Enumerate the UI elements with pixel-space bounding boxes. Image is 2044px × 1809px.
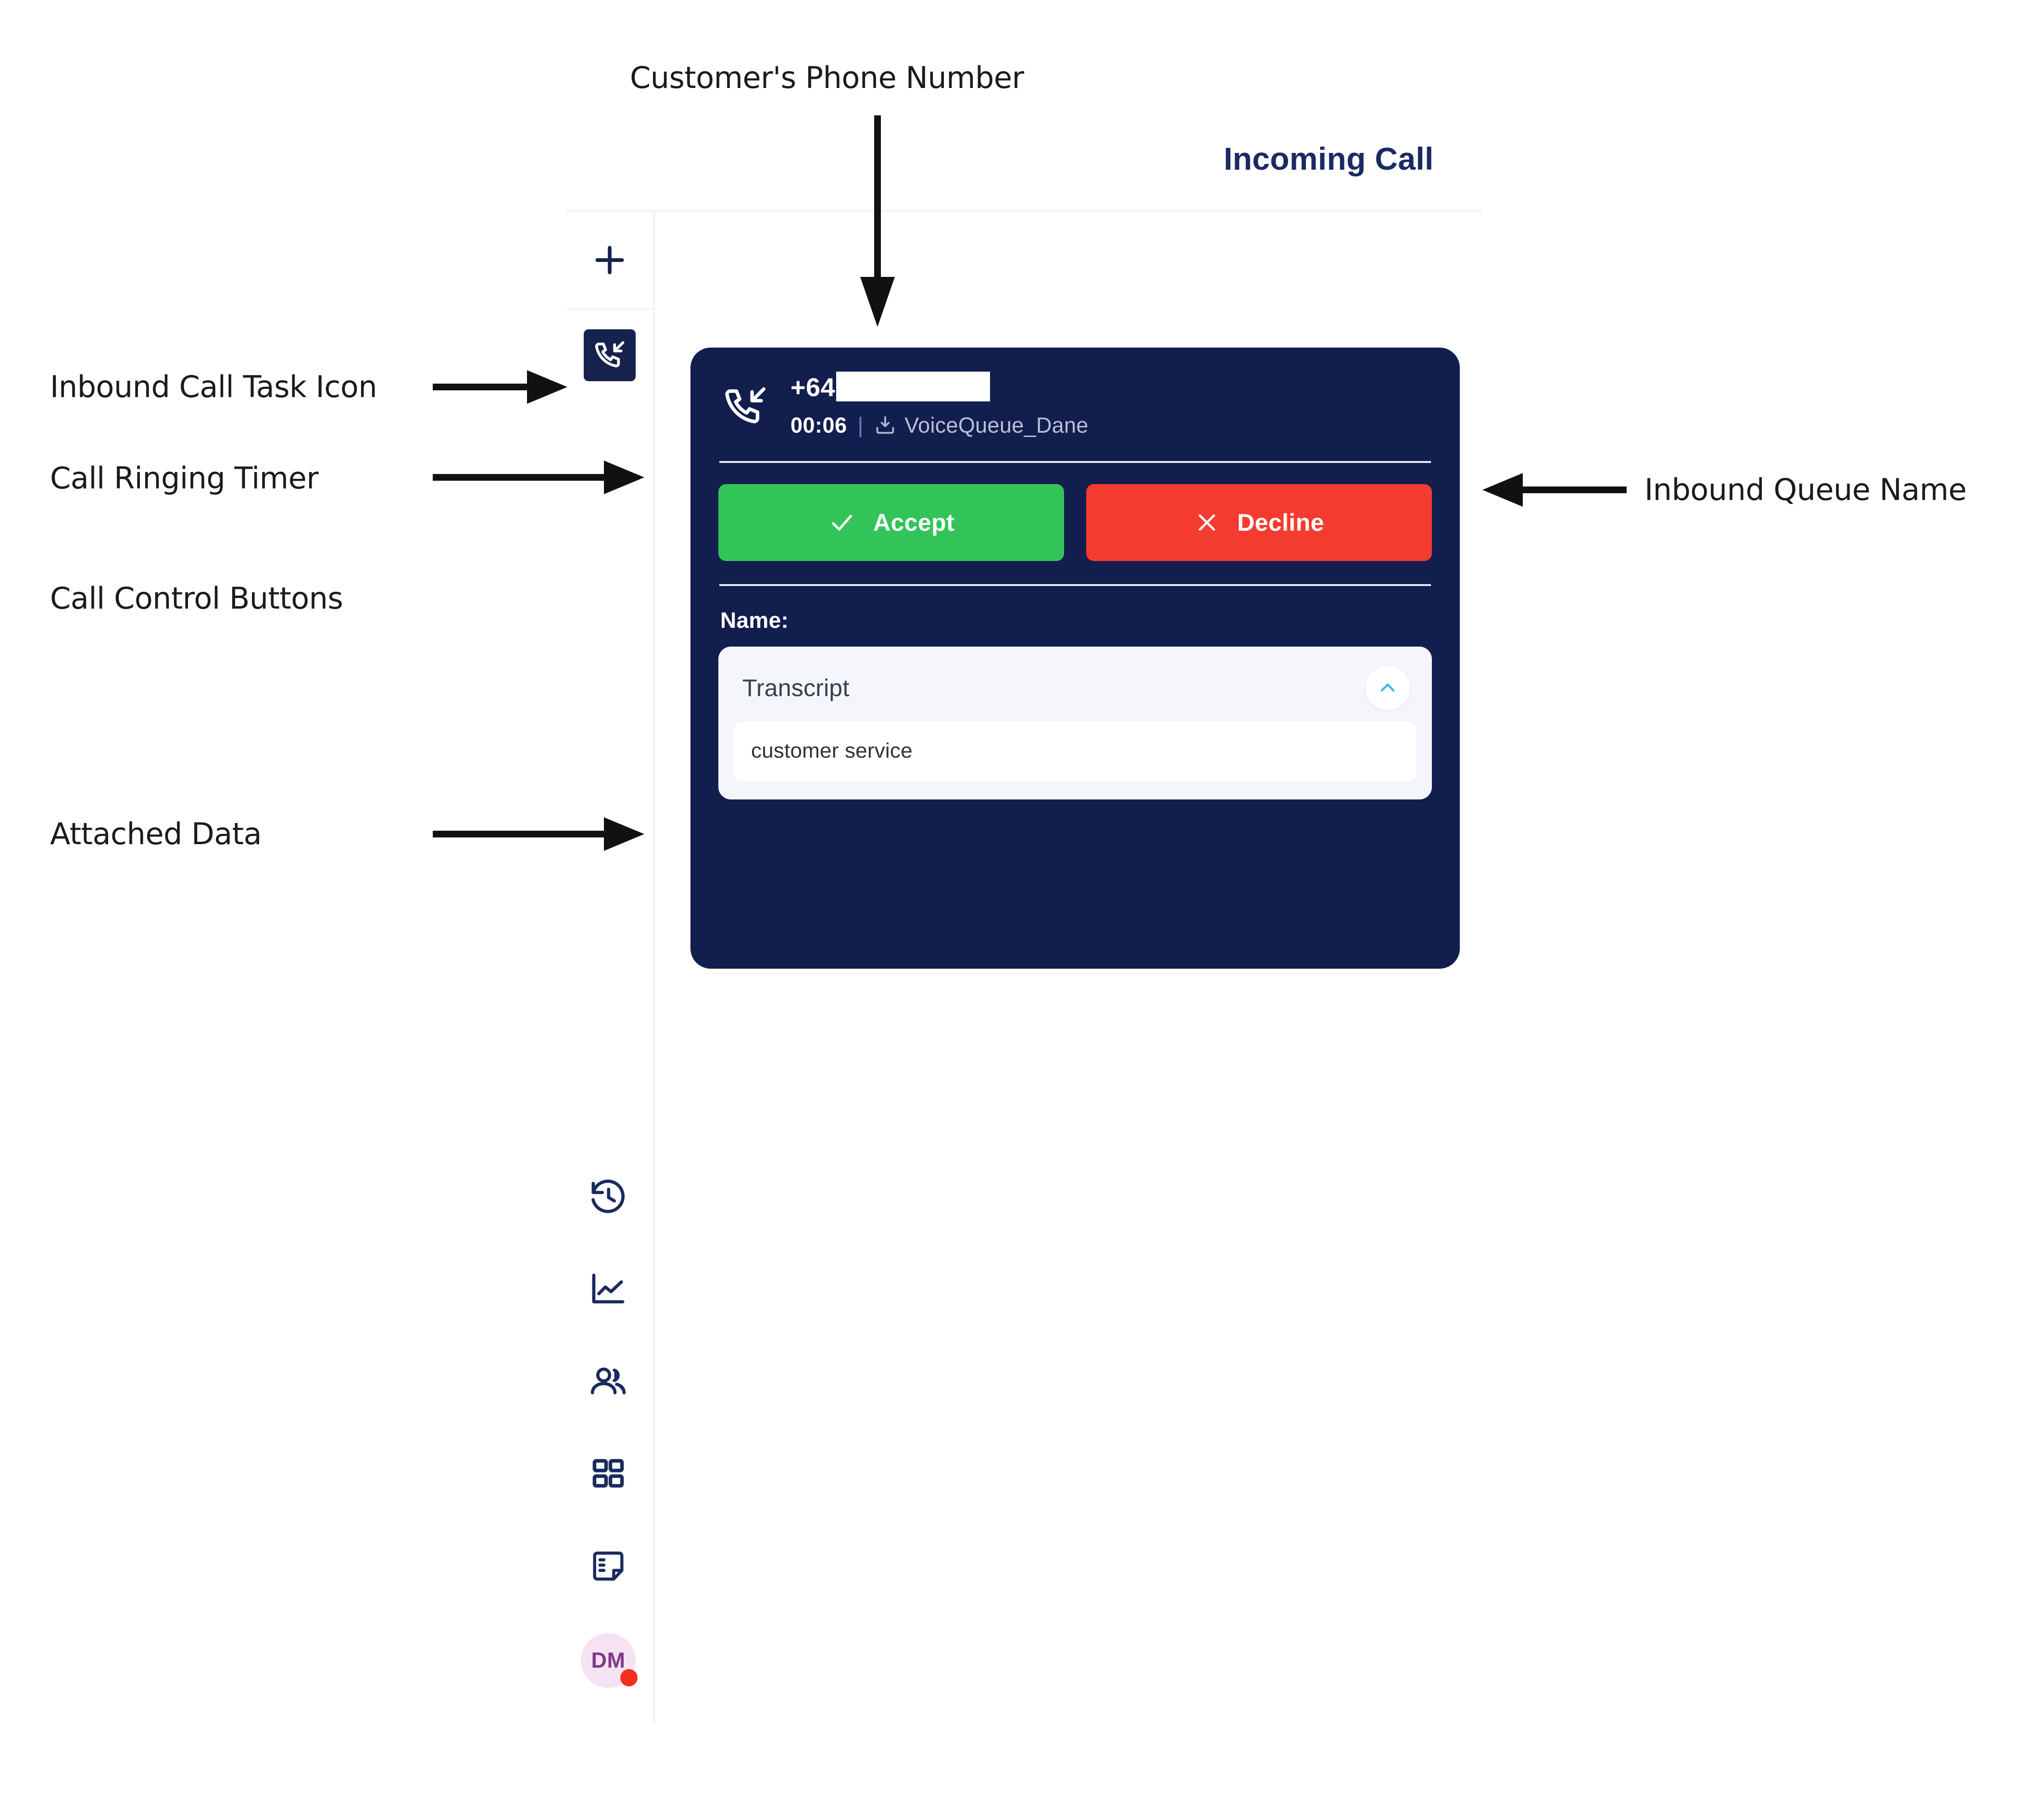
call-card-header: +64 00:06 | VoiceQueue_Dane bbox=[718, 372, 1432, 438]
check-icon bbox=[828, 509, 856, 536]
inbound-call-icon bbox=[721, 383, 769, 433]
sidebar-item-history[interactable] bbox=[582, 1172, 635, 1224]
transcript-collapse-button[interactable] bbox=[1366, 666, 1410, 711]
transcript-title: Transcript bbox=[742, 674, 850, 702]
line-chart-icon bbox=[588, 1269, 628, 1312]
sidebar-bottom-nav: DM bbox=[566, 1172, 651, 1722]
annotation-label-inbound-queue-name: Inbound Queue Name bbox=[1644, 472, 1967, 507]
sidebar-item-inbound-call-task[interactable] bbox=[583, 329, 636, 381]
note-card-icon bbox=[589, 1547, 627, 1588]
presence-indicator bbox=[620, 1669, 638, 1686]
transcript-value: customer service bbox=[734, 722, 1417, 782]
sidebar-item-analytics[interactable] bbox=[582, 1264, 635, 1317]
plus-icon[interactable] bbox=[589, 239, 631, 281]
avatar[interactable]: DM bbox=[581, 1633, 638, 1688]
meta-separator: | bbox=[857, 413, 864, 438]
annotation-label-call-control-buttons: Call Control Buttons bbox=[50, 581, 343, 616]
call-control-buttons: Accept Decline bbox=[718, 484, 1432, 561]
annotation-arrow-inbound-call-task-icon bbox=[433, 370, 567, 404]
sidebar-item-apps[interactable] bbox=[582, 1448, 635, 1501]
grid-apps-icon bbox=[589, 1455, 627, 1495]
left-sidebar: DM bbox=[566, 212, 655, 1722]
transcript-panel: Transcript customer service bbox=[718, 647, 1432, 800]
card-divider-top bbox=[719, 461, 1431, 463]
people-icon bbox=[588, 1361, 628, 1404]
annotation-label-call-ringing-timer: Call Ringing Timer bbox=[50, 461, 319, 496]
phone-number-prefix: +64 bbox=[790, 373, 836, 402]
annotation-label-customers-phone-number: Customer's Phone Number bbox=[630, 60, 1024, 95]
sidebar-item-contacts[interactable] bbox=[582, 1356, 635, 1409]
clock-rewind-icon bbox=[588, 1177, 628, 1220]
call-ringing-timer: 00:06 bbox=[790, 413, 847, 438]
call-meta-row: 00:06 | VoiceQueue_Dane bbox=[790, 413, 1432, 438]
annotation-label-attached-data: Attached Data bbox=[50, 816, 262, 851]
transcript-header: Transcript bbox=[734, 661, 1417, 722]
annotation-arrow-attached-data bbox=[433, 817, 644, 851]
decline-button-label: Decline bbox=[1237, 509, 1324, 536]
inbox-download-icon bbox=[874, 414, 897, 437]
page-title: Incoming Call bbox=[1224, 141, 1434, 176]
incoming-call-card: +64 00:06 | VoiceQueue_Dane bbox=[690, 348, 1460, 969]
phone-number-redaction bbox=[836, 372, 991, 402]
annotation-label-inbound-call-task-icon: Inbound Call Task Icon bbox=[50, 369, 377, 404]
card-divider-bottom bbox=[719, 584, 1431, 586]
sidebar-item-notes[interactable] bbox=[582, 1541, 635, 1594]
accept-button-label: Accept bbox=[873, 509, 955, 536]
chevron-up-icon bbox=[1377, 676, 1399, 700]
decline-button[interactable]: Decline bbox=[1086, 484, 1432, 561]
avatar-initials: DM bbox=[591, 1648, 626, 1672]
close-icon bbox=[1194, 510, 1220, 536]
sidebar-add-section bbox=[566, 212, 653, 310]
annotation-arrow-inbound-queue-name bbox=[1482, 473, 1627, 507]
inbound-call-icon bbox=[592, 338, 627, 373]
header-divider bbox=[566, 210, 1482, 212]
accept-button[interactable]: Accept bbox=[718, 484, 1064, 561]
attached-data-name-label: Name: bbox=[720, 608, 789, 633]
customer-phone-number: +64 bbox=[790, 372, 1432, 402]
inbound-queue-name: VoiceQueue_Dane bbox=[904, 413, 1089, 438]
annotation-arrow-call-ringing-timer bbox=[433, 461, 644, 494]
annotation-arrow-customers-phone-number bbox=[858, 115, 897, 327]
